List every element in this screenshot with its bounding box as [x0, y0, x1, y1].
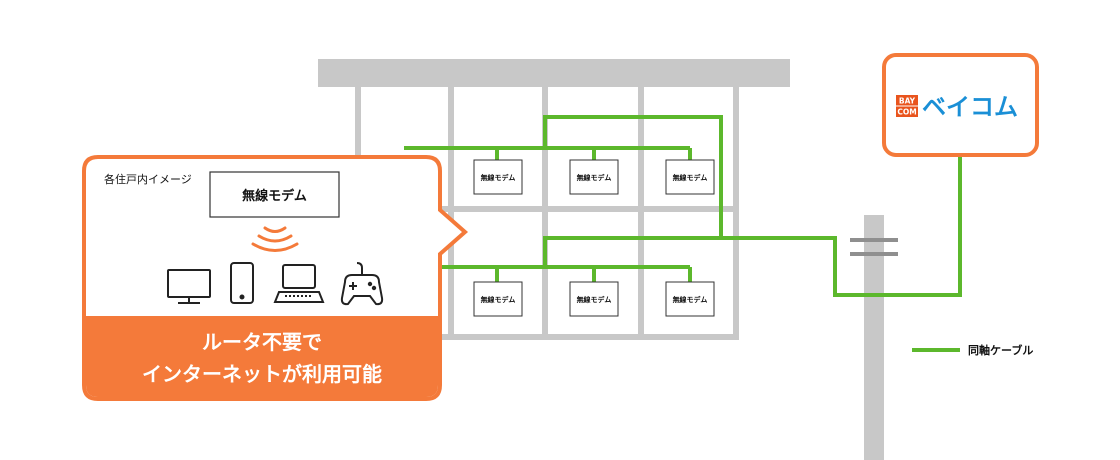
wifi-signal-icon: [251, 226, 299, 252]
modem-box: 無線モデム: [569, 281, 619, 317]
brand-name: ベイコム: [922, 93, 1018, 121]
utility-pole: [850, 215, 898, 460]
svg-text:無線モデム: 無線モデム: [577, 173, 612, 182]
callout-caption: 各住戸内イメージ: [104, 172, 192, 186]
svg-text:無線モデム: 無線モデム: [481, 295, 516, 304]
svg-text:BAY: BAY: [899, 97, 916, 106]
svg-text:無線モデム: 無線モデム: [481, 173, 516, 182]
svg-text:無線モデム: 無線モデム: [673, 173, 708, 182]
modem-box: 無線モデム: [665, 159, 715, 195]
coaxial-cable-network: [404, 115, 962, 297]
callout-bubble: 各住戸内イメージ 無線モデム: [82, 155, 469, 401]
smartphone-icon: [230, 262, 254, 304]
legend-label: 同軸ケーブル: [968, 343, 1033, 357]
modem-box: 無線モデム: [665, 281, 715, 317]
callout-modem-box: 無線モデム: [209, 171, 340, 218]
modem-box: 無線モデム: [473, 281, 523, 317]
gamepad-icon: [340, 262, 384, 306]
svg-text:無線モデム: 無線モデム: [673, 295, 708, 304]
monitor-icon: [167, 269, 211, 304]
modem-box: 無線モデム: [473, 159, 523, 195]
provider-box: BAY COM ベイコム: [882, 53, 1039, 157]
laptop-icon: [273, 264, 325, 303]
svg-text:無線モデム: 無線モデム: [242, 188, 307, 204]
callout-headline-line1: ルータ不要で: [202, 330, 322, 354]
callout-headline-line2: インターネットが利用可能: [142, 362, 382, 386]
svg-text:COM: COM: [897, 108, 916, 117]
legend: 同軸ケーブル: [912, 343, 1033, 357]
modem-box: 無線モデム: [569, 159, 619, 195]
svg-text:無線モデム: 無線モデム: [577, 295, 612, 304]
building-modems: 無線モデム 無線モデム 無線モデム 無線モデム 無線モデム 無線モデム: [473, 159, 715, 317]
baycom-logo: BAY COM ベイコム: [896, 93, 1018, 121]
